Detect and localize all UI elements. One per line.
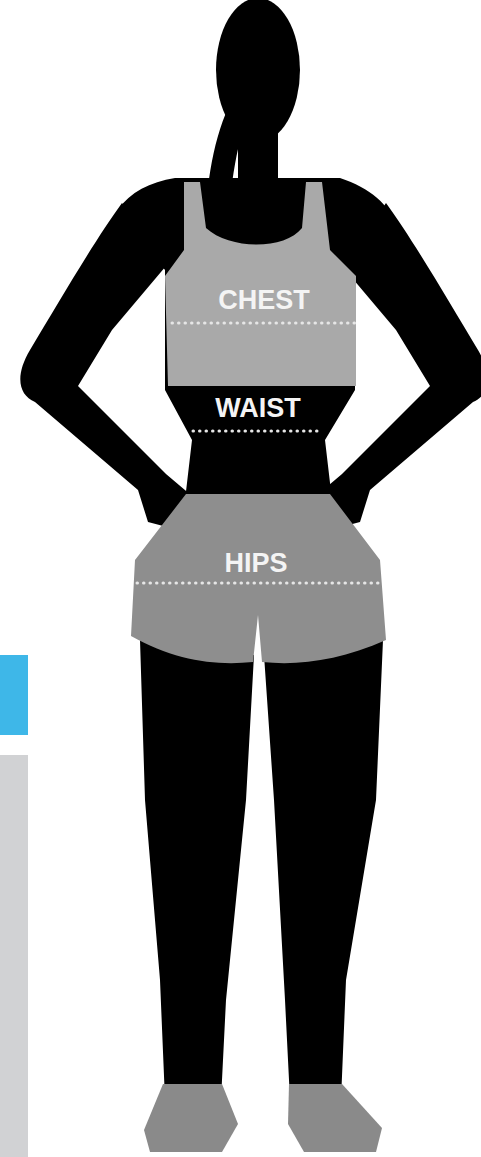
hips-line bbox=[137, 582, 381, 585]
chest-line bbox=[172, 322, 355, 325]
blue-tab bbox=[0, 655, 28, 735]
torso bbox=[118, 178, 395, 500]
measurement-label: CHEST bbox=[218, 287, 310, 314]
left-arm bbox=[20, 203, 192, 532]
measurement-label: WAIST bbox=[215, 395, 301, 422]
sports-bra bbox=[165, 182, 356, 386]
waist-line bbox=[193, 430, 320, 433]
measurement-label: HIPS bbox=[224, 550, 287, 577]
left-shoe bbox=[144, 1084, 238, 1152]
grey-tab bbox=[0, 755, 28, 1157]
right-leg bbox=[264, 640, 383, 1100]
right-shoe bbox=[288, 1084, 382, 1152]
left-leg bbox=[140, 640, 254, 1100]
head bbox=[216, 0, 300, 142]
shorts bbox=[131, 494, 386, 663]
